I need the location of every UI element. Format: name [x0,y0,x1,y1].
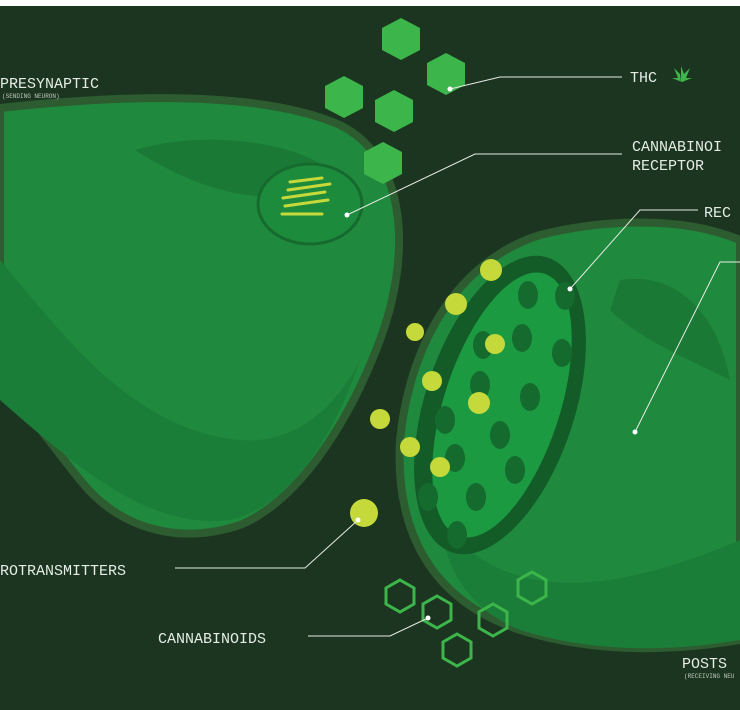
postsynaptic-sub-label: (RECEIVING NEU [684,673,735,680]
cannabinoids-label: CANNABINOIDS [158,631,266,648]
presynaptic-label: PRESYNAPTIC [0,76,99,93]
cannabinoid-molecules [384,570,548,668]
postsynaptic-lower-shade [440,520,740,649]
presynaptic-sub-label: (SENDING NEURON) [2,93,60,100]
cannabinoid-receptor-label-line1: CANNABINOI [632,139,722,156]
presynaptic-lower-shade [0,260,360,522]
cannabis-leaf-icon [672,66,692,82]
receptors-label: REC [704,205,731,222]
receptor-coil-icon [280,176,332,216]
receptor-sites [418,281,575,549]
leader-lines [175,76,740,637]
postsynaptic-label: POSTS [682,656,727,673]
neurotransmitter-dots [350,259,505,527]
synapse-diagram: PRESYNAPTIC (SENDING NEURON) THC CANNABI… [0,6,740,710]
postsynaptic-shade [610,278,730,380]
receptor-membrane-inner [432,272,572,538]
thc-label: THC [630,70,657,87]
cannabinoid-receptor-label-line2: RECEPTOR [632,158,704,175]
neurotransmitters-label: ROTRANSMITTERS [0,563,126,580]
thc-molecules [325,18,465,184]
